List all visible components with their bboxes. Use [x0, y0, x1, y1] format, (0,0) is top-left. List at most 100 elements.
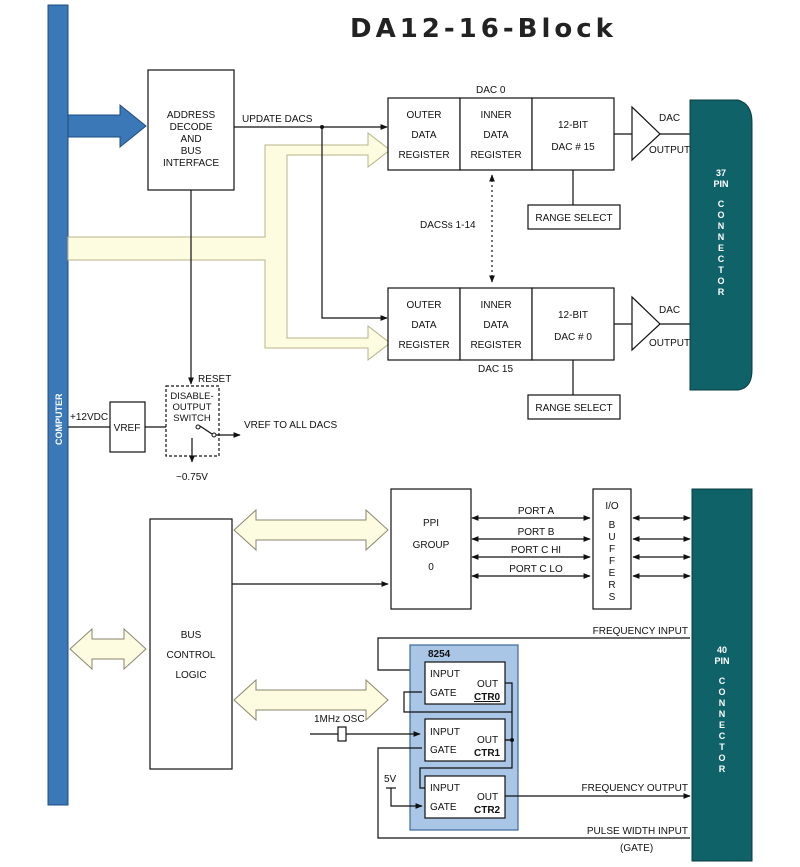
c40-char-4: N — [719, 698, 726, 708]
io-buffers-char-4: F — [609, 556, 615, 567]
gate-note-label: (GATE) — [620, 843, 653, 854]
port-b-label: PORT B — [518, 527, 555, 538]
c40-char-3: O — [718, 687, 725, 697]
outer-register-top-l1: OUTER — [407, 110, 442, 121]
c37-char-5: N — [718, 232, 725, 242]
c37-char-4: N — [718, 221, 725, 231]
c40-char-8: T — [719, 742, 725, 752]
c40-char-7: C — [719, 731, 726, 741]
range-select-bottom-label: RANGE SELECT — [535, 403, 612, 414]
outer-register-bottom-l2: DATA — [411, 320, 437, 331]
c37-char-3: O — [717, 210, 724, 220]
bus-control-line-2: CONTROL — [167, 650, 216, 661]
ctr0-out: OUT — [477, 679, 498, 690]
switch-contact — [195, 424, 201, 430]
switch-line-3: SWITCH — [173, 413, 211, 424]
range-select-top — [527, 204, 621, 230]
port-c-hi-label: PORT C HI — [511, 545, 561, 556]
computer-bus-double-arrow — [69, 627, 147, 671]
address-decoder-line-3: AND — [180, 134, 201, 145]
amp-output-label-top: OUTPUT — [649, 145, 690, 156]
amp-dac-label-top: DAC — [659, 113, 680, 124]
dac0-label: DAC 0 — [476, 85, 506, 96]
switch-line-1: DISABLE- — [170, 391, 213, 402]
outer-register-top-l3: REGISTER — [398, 150, 449, 161]
five-volt-gate-wire — [390, 788, 423, 809]
computer-bus-label: COMPUTER — [54, 393, 64, 445]
io-buffers-char-1: B — [609, 520, 616, 531]
connector-40-label: 40 PIN C O N N E C T O R — [714, 645, 729, 774]
inner-register-bottom-l3: REGISTER — [470, 340, 521, 351]
range-select-bottom — [527, 394, 621, 420]
dac15-line-1: 12-BIT — [558, 120, 588, 131]
c37-char-0: 37 — [716, 168, 726, 178]
five-volt-label: 5V — [384, 774, 397, 785]
c40-char-0: 40 — [717, 645, 727, 655]
pulse-width-gate-wire — [377, 747, 690, 839]
io-buffers-char-5: E — [609, 568, 616, 579]
ppi-line-1: PPI — [423, 518, 439, 529]
output-amplifier-bottom — [631, 295, 661, 352]
vref-label: VREF — [114, 423, 141, 434]
c40-char-5: N — [719, 709, 726, 719]
c40-char-1: PIN — [714, 656, 729, 666]
switch-arm — [199, 425, 213, 435]
inner-register-top-l2: DATA — [483, 130, 509, 141]
c37-char-2: C — [718, 199, 725, 209]
reset-label: RESET — [198, 374, 231, 385]
c37-char-10: R — [718, 287, 725, 297]
address-decoder-line-1: ADDRESS — [167, 110, 216, 121]
port-c-lo-label: PORT C LO — [509, 564, 563, 575]
inner-register-bottom-l1: INNER — [480, 300, 511, 311]
diagram-title: DA12-16-Block — [350, 14, 617, 44]
c37-char-6: E — [718, 243, 724, 253]
c40-char-9: O — [718, 753, 725, 763]
pulse-width-input-label: PULSE WIDTH INPUT — [587, 826, 688, 837]
dac15-block — [531, 97, 615, 171]
counter-0-block — [424, 661, 506, 705]
c37-char-1: PIN — [713, 179, 728, 189]
address-decoder-line-5: INTERFACE — [163, 158, 219, 169]
outer-register-bottom-l1: OUTER — [407, 300, 442, 311]
computer-bus — [47, 4, 69, 806]
c37-char-9: O — [717, 276, 724, 286]
ctr0-input: INPUT — [430, 669, 460, 680]
counter-chip-label: 8254 — [428, 649, 451, 660]
range-select-top-label: RANGE SELECT — [535, 213, 612, 224]
bus-control-line-3: LOGIC — [175, 670, 206, 681]
dac15-label: DAC 15 — [478, 364, 513, 375]
io-buffers-block — [592, 488, 632, 610]
counter-data-arrow — [233, 678, 389, 722]
ctr1-to-ctr2-wire — [419, 739, 513, 789]
frequency-input-label: FREQUENCY INPUT — [593, 626, 688, 637]
update-dacs-label: UPDATE DACS — [242, 114, 313, 125]
counter-2-block — [424, 775, 506, 819]
ctr2-name: CTR2 — [474, 805, 501, 816]
io-buffers-char-0: I/O — [605, 501, 619, 512]
outer-register-top-l2: DATA — [411, 130, 437, 141]
ctr0-name: CTR0 — [474, 692, 501, 703]
port-a-label: PORT A — [518, 506, 555, 517]
dac0-line-2: DAC # 0 — [554, 332, 592, 343]
dac15-line-2: DAC # 15 — [551, 142, 595, 153]
inner-register-top-l3: REGISTER — [470, 150, 521, 161]
ctr0-out-wire — [505, 682, 513, 740]
io-buffers-char-3: F — [609, 544, 615, 555]
amp-dac-label-bottom: DAC — [659, 305, 680, 316]
ctr1-out: OUT — [477, 735, 498, 746]
ctr0-gate: GATE — [430, 688, 457, 699]
neg-ref-label: ~0.75V — [176, 472, 208, 483]
vref-all-label: VREF TO ALL DACS — [244, 420, 338, 431]
ppi-block — [390, 488, 472, 610]
bus-control-logic-block — [149, 518, 233, 770]
dac0-block — [531, 287, 615, 361]
ppi-data-arrow — [233, 508, 389, 552]
address-bus-arrow — [67, 103, 147, 149]
connector-37-label: 37 PIN C O N N E C T O R — [713, 168, 728, 297]
ctr2-gate: GATE — [430, 802, 457, 813]
address-decoder-line-4: BUS — [181, 146, 202, 157]
data-bus-arrow — [67, 131, 391, 362]
io-buffers-char-2: U — [608, 532, 615, 543]
frequency-output-label: FREQUENCY OUTPUT — [582, 783, 689, 794]
